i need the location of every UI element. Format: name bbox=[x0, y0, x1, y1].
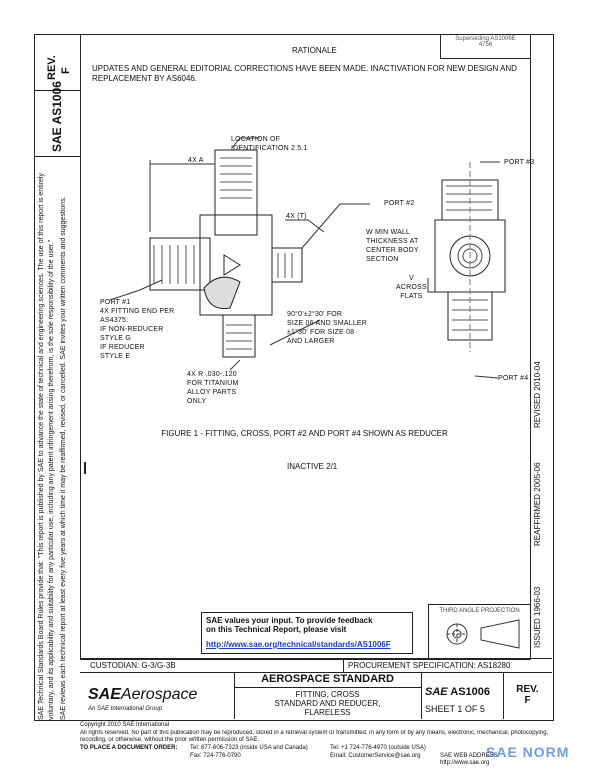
left-tick bbox=[84, 462, 86, 474]
title-block: SAEAerospace An SAE International Group … bbox=[80, 672, 552, 719]
margin-rev-box: REV. F bbox=[34, 34, 80, 91]
feedback-link[interactable]: http://www.sae.org/technical/standards/A… bbox=[206, 640, 391, 649]
feedback-box: SAE values your input. To provide feedba… bbox=[201, 612, 413, 654]
drawing-right-port bbox=[271, 247, 303, 283]
label-port4: PORT #4 bbox=[498, 375, 529, 382]
title-rev-label: REV. bbox=[516, 684, 539, 695]
supersede-box: Superseding AS1006E 4756 bbox=[440, 34, 530, 59]
footer-email: Email: CustomerService@sae.org bbox=[330, 752, 421, 759]
label-port1: PORT #1 4X FITTING END PER AS4375: IF NO… bbox=[100, 299, 175, 360]
logo-tagline: An SAE International Group bbox=[88, 706, 163, 712]
footer-permission: recording, or otherwise, without the pri… bbox=[80, 737, 260, 743]
label-dim-t: 4X (T) bbox=[286, 213, 307, 220]
drawing-bottom-port bbox=[222, 314, 256, 358]
rationale-heading: RATIONALE bbox=[292, 46, 337, 55]
custodian-text: CUSTODIAN: G-3/G-3B bbox=[90, 661, 176, 670]
custodian-top-rule bbox=[80, 658, 552, 659]
footer: Copyright 2010 SAE International All rig… bbox=[80, 722, 550, 767]
date-issued: ISSUED 1966-03 bbox=[533, 586, 542, 648]
margin-doc-id: SAE AS1006 bbox=[50, 81, 64, 152]
margin-rev-value: F bbox=[60, 67, 72, 74]
rev-area: REV. F bbox=[503, 672, 552, 719]
label-angle: 90°0'±2°30' FOR SIZE 06 AND SMALLER ±1°3… bbox=[287, 311, 368, 345]
margin-text-review: SAE reviews each technical report at lea… bbox=[60, 196, 67, 720]
title-line-2: STANDARD AND REDUCER, bbox=[274, 699, 381, 708]
label-port2: PORT #2 bbox=[384, 200, 415, 207]
footer-copyright: Copyright 2010 SAE International bbox=[80, 722, 170, 728]
footer-fax-left: Fax: 724-776-0790 bbox=[190, 752, 241, 759]
title-doc-prefix: SAE bbox=[425, 686, 448, 698]
logo: SAEAerospace bbox=[88, 686, 197, 704]
label-location: LOCATION OF IDENTIFICATION 2.5.1 bbox=[231, 136, 308, 152]
footer-rights: All rights reserved. No part of this pub… bbox=[80, 729, 549, 736]
footer-web: SAE WEB ADDRESS: http://www.sae.org bbox=[440, 752, 500, 767]
feedback-line1: SAE values your input. To provide feedba… bbox=[206, 616, 373, 625]
logo-aerospace: Aerospace bbox=[120, 686, 198, 703]
label-radius: 4X R .030-.120 FOR TITANIUM ALLOY PARTS … bbox=[187, 371, 239, 405]
title-line-3: FLARELESS bbox=[304, 708, 351, 717]
margin-text-rules: SAE Technical Standards Board Rules prov… bbox=[38, 173, 45, 720]
logo-area: SAEAerospace An SAE International Group bbox=[80, 672, 235, 719]
custodian-bottom-rule bbox=[80, 672, 552, 673]
projection-label: THIRD ANGLE PROJECTION bbox=[439, 608, 520, 614]
footer-contact: TO PLACE A DOCUMENT ORDER: Tel: 877-606-… bbox=[80, 744, 550, 767]
figure-caption: FIGURE 1 - FITTING, CROSS, PORT #2 AND P… bbox=[161, 429, 448, 438]
drawing-top-port bbox=[214, 149, 258, 236]
footer-tel-right: Tel: +1 724-776-4970 (outside USA) bbox=[330, 744, 426, 751]
footer-tel-left: Tel: 877-606-7323 (inside USA and Canada… bbox=[190, 744, 308, 751]
feedback-line2: on this Technical Report, please visit bbox=[206, 625, 347, 634]
rationale-text: UPDATES AND GENERAL EDITORIAL CORRECTION… bbox=[92, 64, 517, 83]
label-min-wall: W MIN WALL THICKNESS AT CENTER BODY SECT… bbox=[366, 229, 419, 263]
fitting-drawing bbox=[109, 137, 506, 379]
supersede-text: Superseding AS1006E bbox=[455, 36, 516, 42]
label-port3: PORT #3 bbox=[504, 159, 535, 166]
supersede-number: 4756 bbox=[478, 42, 493, 48]
title-doc-id: SAE AS1006 bbox=[425, 686, 490, 698]
date-reaffirmed: REAFFIRMED 2005-06 bbox=[533, 462, 542, 546]
margin-text-voluntary: voluntary, and its applicability and sui… bbox=[48, 239, 55, 720]
inactive-note: INACTIVE 2/1 bbox=[287, 462, 338, 471]
margin-doc-number: AS1006 bbox=[50, 81, 64, 125]
standard-heading: AEROSPACE STANDARD bbox=[234, 672, 421, 688]
drawing-frame bbox=[80, 34, 531, 660]
title-area: AEROSPACE STANDARD FITTING, CROSS STANDA… bbox=[234, 672, 422, 719]
footer-order-label: TO PLACE A DOCUMENT ORDER: bbox=[80, 744, 178, 751]
title-doc-number: AS1006 bbox=[450, 686, 491, 698]
drawing-left-port bbox=[149, 237, 211, 291]
watermark: SAE NORM bbox=[486, 744, 570, 760]
title-rev-value: F bbox=[524, 695, 531, 706]
margin-rev-label: REV. bbox=[46, 55, 58, 80]
label-across-flats: V ACROSS FLATS bbox=[396, 275, 427, 300]
logo-sae: SAE bbox=[88, 686, 121, 703]
projection-box: THIRD ANGLE PROJECTION bbox=[428, 604, 530, 659]
margin-docid-box: SAE AS1006 bbox=[34, 81, 80, 157]
custodian-divider bbox=[343, 658, 344, 672]
date-revised: REVISED 2010-04 bbox=[533, 361, 542, 428]
margin-doc-prefix: SAE bbox=[50, 127, 64, 152]
label-dim-a: 4X A bbox=[188, 157, 204, 164]
title-line-1: FITTING, CROSS bbox=[295, 690, 360, 699]
sheet-number: SHEET 1 OF 5 bbox=[425, 704, 485, 714]
projection-symbol bbox=[446, 619, 520, 649]
procurement-text: PROCUREMENT SPECIFICATION: AS18280 bbox=[348, 661, 511, 670]
docnum-area: SAE AS1006 SHEET 1 OF 5 bbox=[421, 672, 504, 719]
